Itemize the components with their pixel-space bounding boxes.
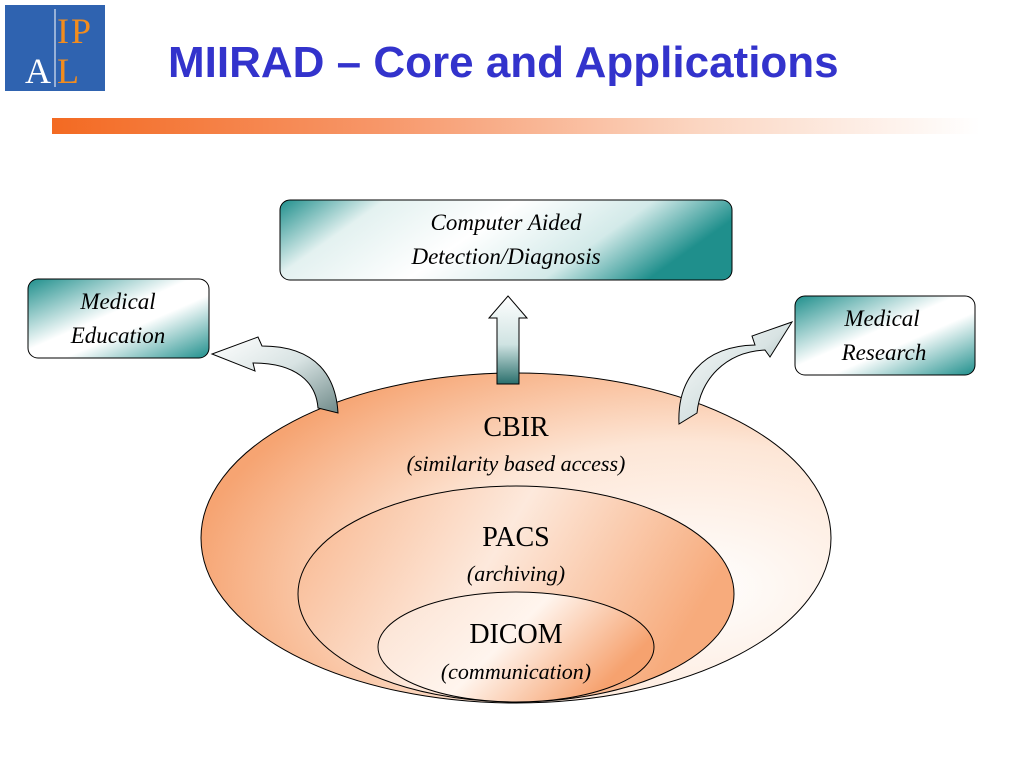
dicom-label: DICOM [469, 619, 562, 650]
medical-education-box [27, 278, 210, 359]
dicom-ellipse [377, 591, 655, 703]
medical-education-line2: Education [70, 323, 166, 348]
ipal-logo: I P A L [5, 5, 105, 91]
cbir-label: CBIR [483, 412, 549, 443]
curved-arrow-left-icon [210, 336, 339, 414]
logo-letter-p: P [71, 11, 91, 51]
dicom-desc: (communication) [441, 659, 591, 684]
cad-box [279, 199, 733, 281]
cad-line1: Computer Aided [431, 210, 582, 235]
medical-research-line2: Research [841, 340, 927, 365]
logo-letter-i: I [57, 11, 69, 51]
pacs-desc: (archiving) [467, 561, 565, 586]
pacs-label: PACS [482, 522, 549, 553]
title-underline-bar [52, 118, 980, 134]
medical-research-box [794, 295, 976, 376]
cad-line2: Detection/Diagnosis [410, 244, 600, 269]
page-title: MIIRAD – Core and Applications [168, 38, 839, 87]
medical-education-line1: Medical [79, 289, 155, 314]
curved-arrow-right-icon [678, 321, 794, 425]
medical-research-line1: Medical [843, 306, 919, 331]
logo-letter-l: L [57, 51, 79, 91]
logo-letter-a: A [25, 51, 51, 91]
up-arrow-icon [487, 295, 529, 385]
cbir-desc: (similarity based access) [407, 451, 626, 476]
